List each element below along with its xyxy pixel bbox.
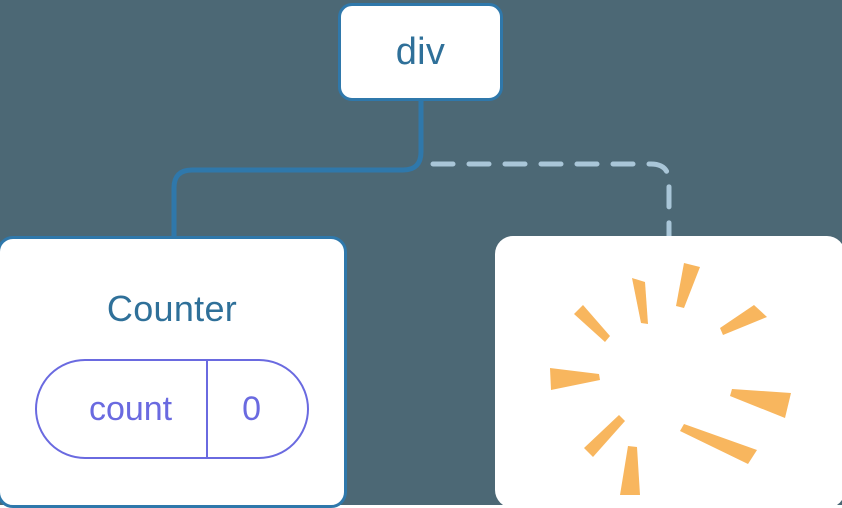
node-counter-label: Counter bbox=[106, 288, 238, 329]
sparkle-ray-2 bbox=[632, 278, 648, 324]
edge-div-to-counter bbox=[171, 98, 424, 242]
state-pill-count[interactable]: count 0 bbox=[34, 359, 310, 459]
sparkle-ray-7 bbox=[584, 415, 625, 457]
edge-div-to-sparkle bbox=[430, 161, 672, 242]
sparkle-burst-icon bbox=[550, 263, 791, 495]
sparkle-ray-1 bbox=[676, 263, 700, 308]
node-sparkle[interactable] bbox=[495, 236, 842, 508]
state-value: 0 bbox=[206, 361, 307, 457]
node-div[interactable]: div bbox=[338, 3, 503, 101]
sparkle-ray-4 bbox=[574, 305, 610, 342]
sparkle-ray-6 bbox=[730, 389, 791, 418]
sparkle-ray-9 bbox=[620, 446, 640, 495]
node-counter[interactable]: Counter count 0 bbox=[0, 236, 347, 508]
sparkle-ray-3 bbox=[720, 305, 767, 335]
state-key: count bbox=[88, 390, 173, 428]
node-div-label: div bbox=[395, 31, 446, 73]
sparkle-ray-5 bbox=[550, 368, 600, 390]
sparkle-ray-8 bbox=[680, 424, 757, 464]
